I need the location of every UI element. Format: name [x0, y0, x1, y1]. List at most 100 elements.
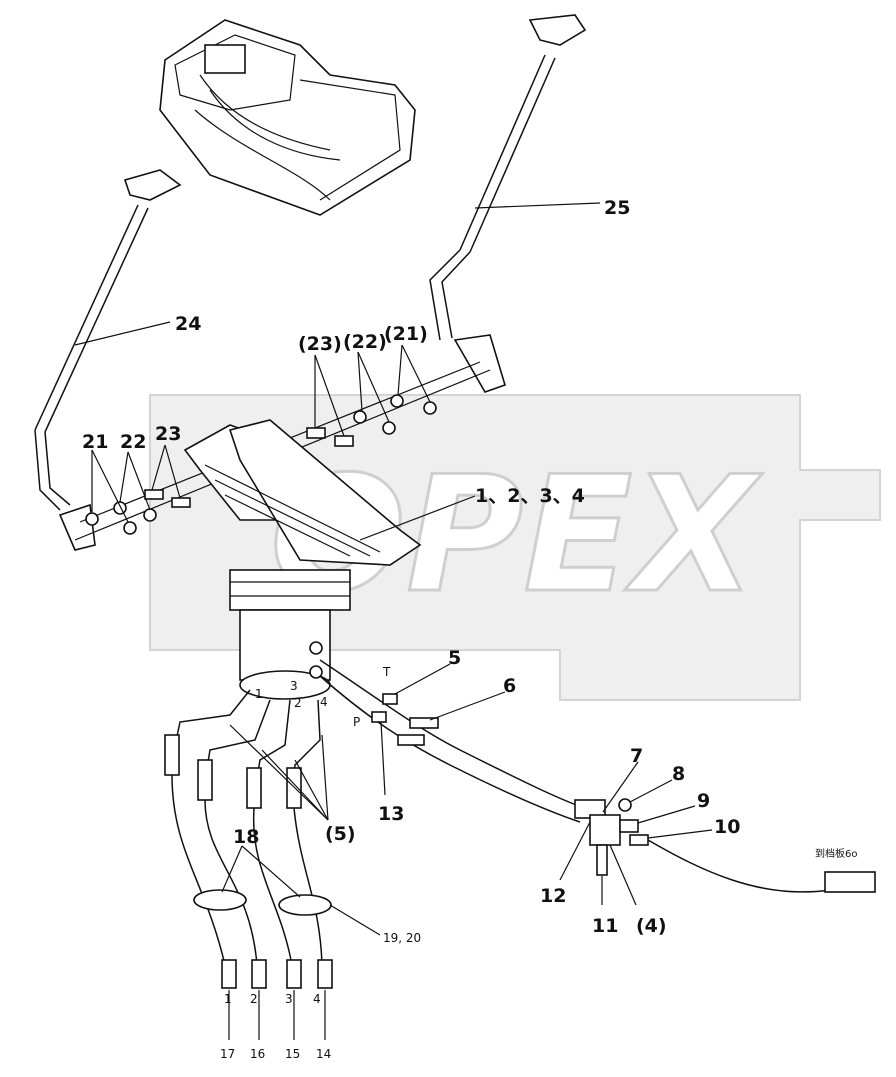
- callout-7: 7: [630, 745, 643, 767]
- leader-7: [602, 761, 639, 813]
- lever-25-knob: [528, 14, 587, 46]
- leader-18-b: [241, 845, 301, 898]
- callout-14: 14: [316, 1047, 331, 1061]
- bolt-23-right-b: [334, 435, 354, 447]
- fitting-17: [221, 959, 237, 989]
- callout-16: 16: [250, 1047, 265, 1061]
- hose-label-4: 4: [313, 992, 321, 1006]
- leader-8: [629, 779, 673, 803]
- hose-to-14: [293, 807, 323, 966]
- valve-hoses: T P: [164, 659, 591, 966]
- pedal-valve: 1 3 2 4: [183, 419, 422, 710]
- callout-18: 18: [233, 826, 259, 848]
- leader-25: [474, 202, 601, 209]
- leader-5p-b: [261, 749, 329, 821]
- callout-15: 15: [285, 1047, 300, 1061]
- body-cable-2: [209, 89, 341, 161]
- port-label-4: 4: [320, 695, 328, 709]
- fitting-6: [409, 717, 439, 729]
- leader-22-b: [127, 451, 151, 511]
- port-label-1: 1: [255, 687, 263, 701]
- leader-5p-c: [294, 759, 329, 821]
- clamp-right: [278, 894, 332, 916]
- nut-21-right-b: [423, 401, 437, 415]
- washer-22-right: [353, 410, 367, 424]
- lever-25-bracket: [453, 334, 506, 393]
- callout-1920: 19, 20: [383, 931, 421, 945]
- washer-22-left-b: [123, 521, 137, 535]
- leader-4p: [609, 844, 637, 906]
- hose-label-3: 3: [285, 992, 293, 1006]
- block-fitting-10: [629, 834, 649, 846]
- leader-12: [559, 821, 591, 881]
- leader-24: [74, 321, 171, 346]
- leader-23p-b: [314, 354, 345, 437]
- callout-12: 12: [540, 885, 566, 907]
- leader-9: [637, 805, 696, 824]
- leader-5p-a: [229, 724, 329, 821]
- lever-24-bracket: [58, 503, 96, 551]
- port-T: [309, 641, 323, 655]
- fitting-14: [317, 959, 333, 989]
- callout-13: 13: [378, 803, 404, 825]
- leader-1920: [329, 904, 381, 936]
- body-seat-block: [174, 34, 296, 111]
- leader-21p-b: [401, 344, 431, 403]
- hose-to-tank: [647, 839, 831, 893]
- body-outline: [159, 19, 416, 216]
- lever-24-knob: [123, 169, 182, 201]
- body-cable-3: [194, 109, 331, 201]
- nut-21-right: [390, 394, 404, 408]
- control-valve-block: 到档板6o: [574, 798, 876, 893]
- lever-25-rod-b: [469, 57, 556, 253]
- lever-25: [429, 14, 587, 393]
- lever-24-rod-b: [44, 207, 149, 433]
- leader-5p-d: [321, 734, 329, 821]
- hose-P-line: [319, 675, 581, 823]
- callout-4p: (4): [636, 915, 667, 937]
- fitting-15: [286, 959, 302, 989]
- callout-labels: 24 25 1、2、3、4 21 22 23 (23) (22) (21) 5 …: [82, 197, 740, 1061]
- hose-to-16: [204, 799, 258, 966]
- tank-fitting: [824, 871, 876, 893]
- fitting-5-b: [197, 759, 213, 801]
- callout-24: 24: [175, 313, 201, 335]
- hose-to-15: [252, 807, 293, 966]
- leader-5: [394, 663, 451, 695]
- bolt-23-left-b: [171, 497, 191, 508]
- washer-22-left: [113, 501, 127, 515]
- leader-23-a: [151, 444, 166, 491]
- lever-24-rod-a: [34, 204, 139, 431]
- block-fitting-11: [596, 844, 608, 876]
- pedal-right: [228, 419, 422, 566]
- callout-5: 5: [448, 647, 461, 669]
- leader-21p-a: [397, 344, 403, 396]
- callout-21p: (21): [384, 323, 428, 345]
- fitting-13: [371, 711, 387, 723]
- watermark-gear-shape: [149, 394, 881, 701]
- lever-24-bend-a: [34, 429, 61, 511]
- hose-label-1: 1: [224, 992, 232, 1006]
- callout-21: 21: [82, 431, 108, 453]
- tank-note: 到档板6o: [815, 847, 857, 860]
- leader-22p-a: [357, 351, 363, 412]
- callout-10: 10: [714, 816, 740, 838]
- leader-13: [380, 721, 386, 796]
- leader-lines: [74, 202, 713, 936]
- callout-9: 9: [697, 790, 710, 812]
- nut-21-left-b: [143, 508, 157, 522]
- leader-22-a: [119, 451, 129, 503]
- fitting-13b: [397, 734, 425, 746]
- callout-22p: (22): [343, 331, 387, 353]
- block-fitting-8: [618, 798, 632, 812]
- callout-1234: 1、2、3、4: [475, 485, 585, 507]
- callout-22: 22: [120, 431, 146, 453]
- leader-18-a: [221, 845, 243, 893]
- leader-22p-b: [357, 351, 390, 423]
- washer-22-right-b: [382, 421, 396, 435]
- machine-body: [159, 19, 416, 216]
- callout-23p: (23): [298, 333, 342, 355]
- fitting-5-c: [246, 767, 262, 809]
- port-label-P: P: [353, 715, 360, 729]
